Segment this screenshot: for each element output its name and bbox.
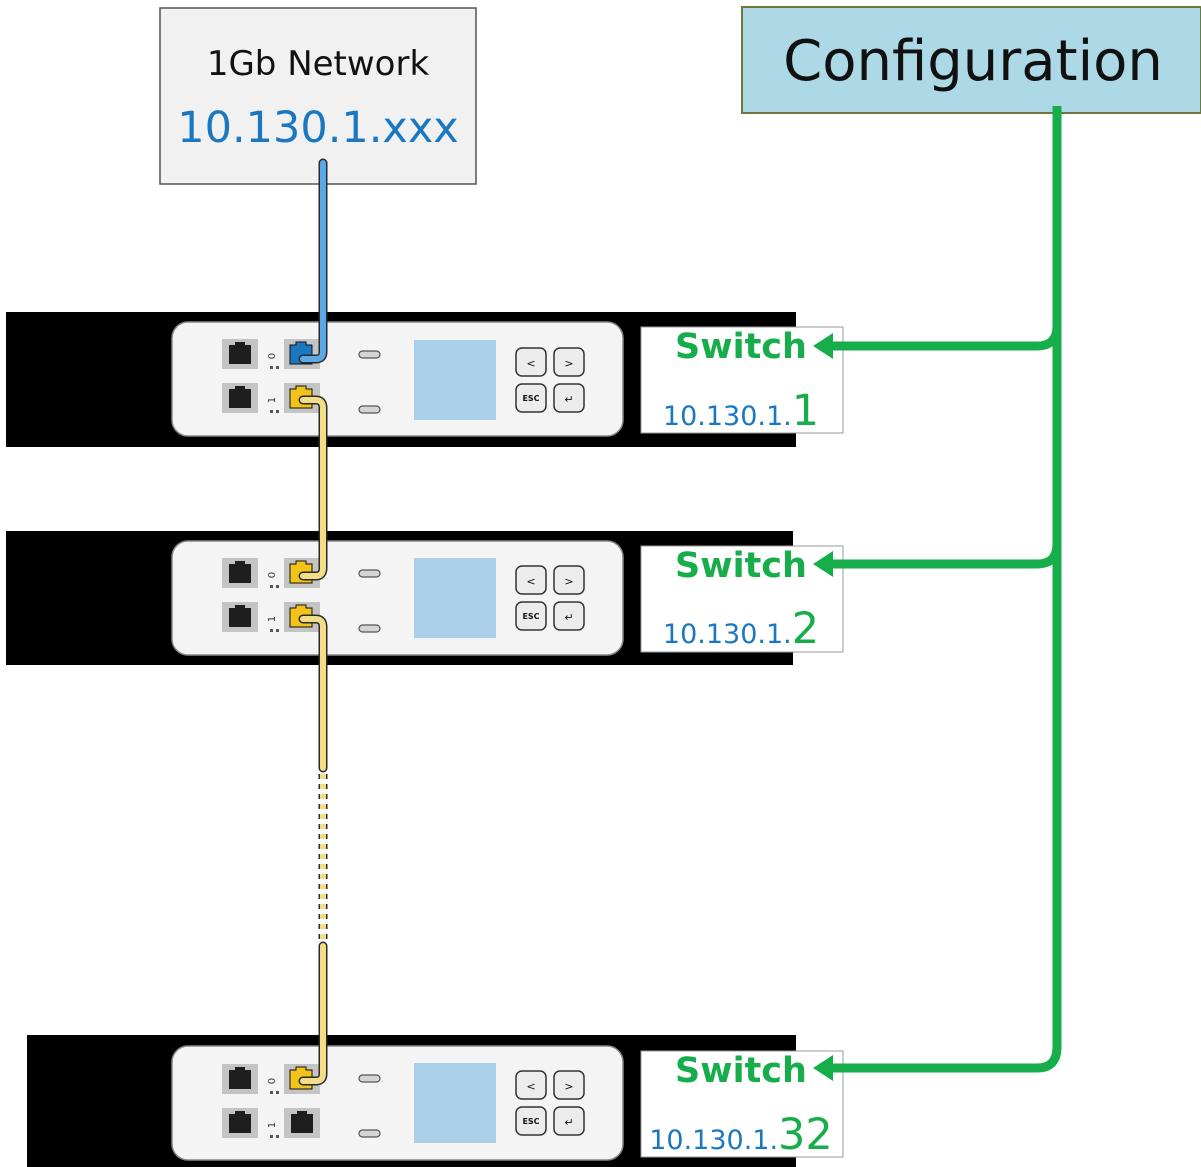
configuration-lines	[813, 106, 1062, 1081]
ip-prefix: 10.130.1.	[663, 619, 792, 650]
ip-address: 10.130.1.1	[663, 386, 819, 436]
status-led	[358, 405, 381, 414]
ethernet-port-left-0	[222, 1064, 258, 1094]
status-led	[358, 624, 381, 633]
enter-key[interactable]	[553, 601, 585, 631]
label-box	[640, 326, 844, 434]
right-key[interactable]	[553, 565, 585, 595]
left-key-label: <	[526, 357, 535, 370]
ip-suffix: 1	[792, 386, 819, 436]
status-led	[358, 1129, 381, 1138]
pdu-panel	[171, 1045, 624, 1161]
right-key-label: >	[564, 357, 573, 370]
pdu-device-32: 0 1 < > ESC ↵ Switch 10.130.1.32	[27, 1035, 844, 1167]
enter-key-label: ↵	[564, 1116, 573, 1129]
network-ip: 10.130.1.xxx	[177, 103, 459, 153]
network-box: 1Gb Network 10.130.1.xxx	[159, 7, 477, 185]
ip-address: 10.130.1.32	[649, 1110, 833, 1160]
network-icon	[270, 366, 279, 413]
ip-suffix: 32	[778, 1110, 833, 1160]
port-number-1: 1	[267, 397, 278, 403]
daisy-chain-cable	[298, 395, 328, 1086]
configuration-label: Configuration	[783, 29, 1163, 94]
status-led	[358, 350, 381, 359]
right-key[interactable]	[553, 347, 585, 377]
ethernet-port-left-0	[222, 339, 258, 369]
ip-suffix: 2	[792, 604, 819, 654]
enter-key-label: ↵	[564, 393, 573, 406]
ethernet-port-left-1	[222, 1108, 258, 1138]
enter-key[interactable]	[553, 383, 585, 413]
pdu-device-2: 0 1 < > ESC ↵ Switch 10.130.1.2	[6, 531, 844, 665]
enter-key[interactable]	[553, 1106, 585, 1136]
switch-label: Switch	[675, 1051, 807, 1091]
pdu-device-1: 0 1 < > ESC ↵ Switch 10.130.1.1	[6, 312, 844, 447]
switch-label: Switch	[675, 546, 807, 586]
network-cable	[298, 158, 328, 364]
left-key[interactable]	[515, 1070, 547, 1100]
ip-address: 10.130.1.2	[663, 604, 819, 654]
left-key-label: <	[526, 575, 535, 588]
arrow-left-icon	[813, 551, 833, 577]
ip-prefix: 10.130.1.	[663, 401, 792, 432]
ethernet-port-left-1	[222, 383, 258, 413]
right-key-label: >	[564, 575, 573, 588]
right-key-label: >	[564, 1080, 573, 1093]
ethernet-port-left-1	[222, 602, 258, 632]
port-number-0: 0	[267, 353, 278, 359]
configuration-box: Configuration	[741, 6, 1201, 114]
port-number-1: 1	[267, 1122, 278, 1128]
network-icon	[270, 1091, 279, 1138]
esc-key[interactable]	[515, 601, 547, 631]
network-title: 1Gb Network	[207, 44, 430, 84]
switch-label: Switch	[675, 327, 807, 367]
ip-prefix: 10.130.1.	[649, 1125, 778, 1156]
right-key[interactable]	[553, 1070, 585, 1100]
lcd-screen	[414, 1063, 496, 1143]
arrow-left-icon	[813, 333, 833, 359]
port-number-1: 1	[267, 616, 278, 622]
esc-key-label: ESC	[522, 1117, 539, 1126]
ethernet-port-1	[284, 1108, 320, 1138]
lcd-screen	[414, 340, 496, 420]
left-key[interactable]	[515, 347, 547, 377]
port-number-0: 0	[267, 572, 278, 578]
esc-key[interactable]	[515, 1106, 547, 1136]
left-key[interactable]	[515, 565, 547, 595]
arrow-left-icon	[813, 1055, 833, 1081]
esc-key[interactable]	[515, 383, 547, 413]
esc-key-label: ESC	[522, 612, 539, 621]
lcd-screen	[414, 558, 496, 638]
label-box	[640, 545, 844, 653]
label-box	[640, 1050, 844, 1158]
port-number-0: 0	[267, 1078, 278, 1084]
status-led	[358, 1074, 381, 1083]
status-led	[358, 569, 381, 578]
ethernet-port-0	[284, 339, 320, 369]
enter-key-label: ↵	[564, 611, 573, 624]
esc-key-label: ESC	[522, 394, 539, 403]
network-icon	[270, 585, 279, 632]
ethernet-port-left-0	[222, 558, 258, 588]
left-key-label: <	[526, 1080, 535, 1093]
